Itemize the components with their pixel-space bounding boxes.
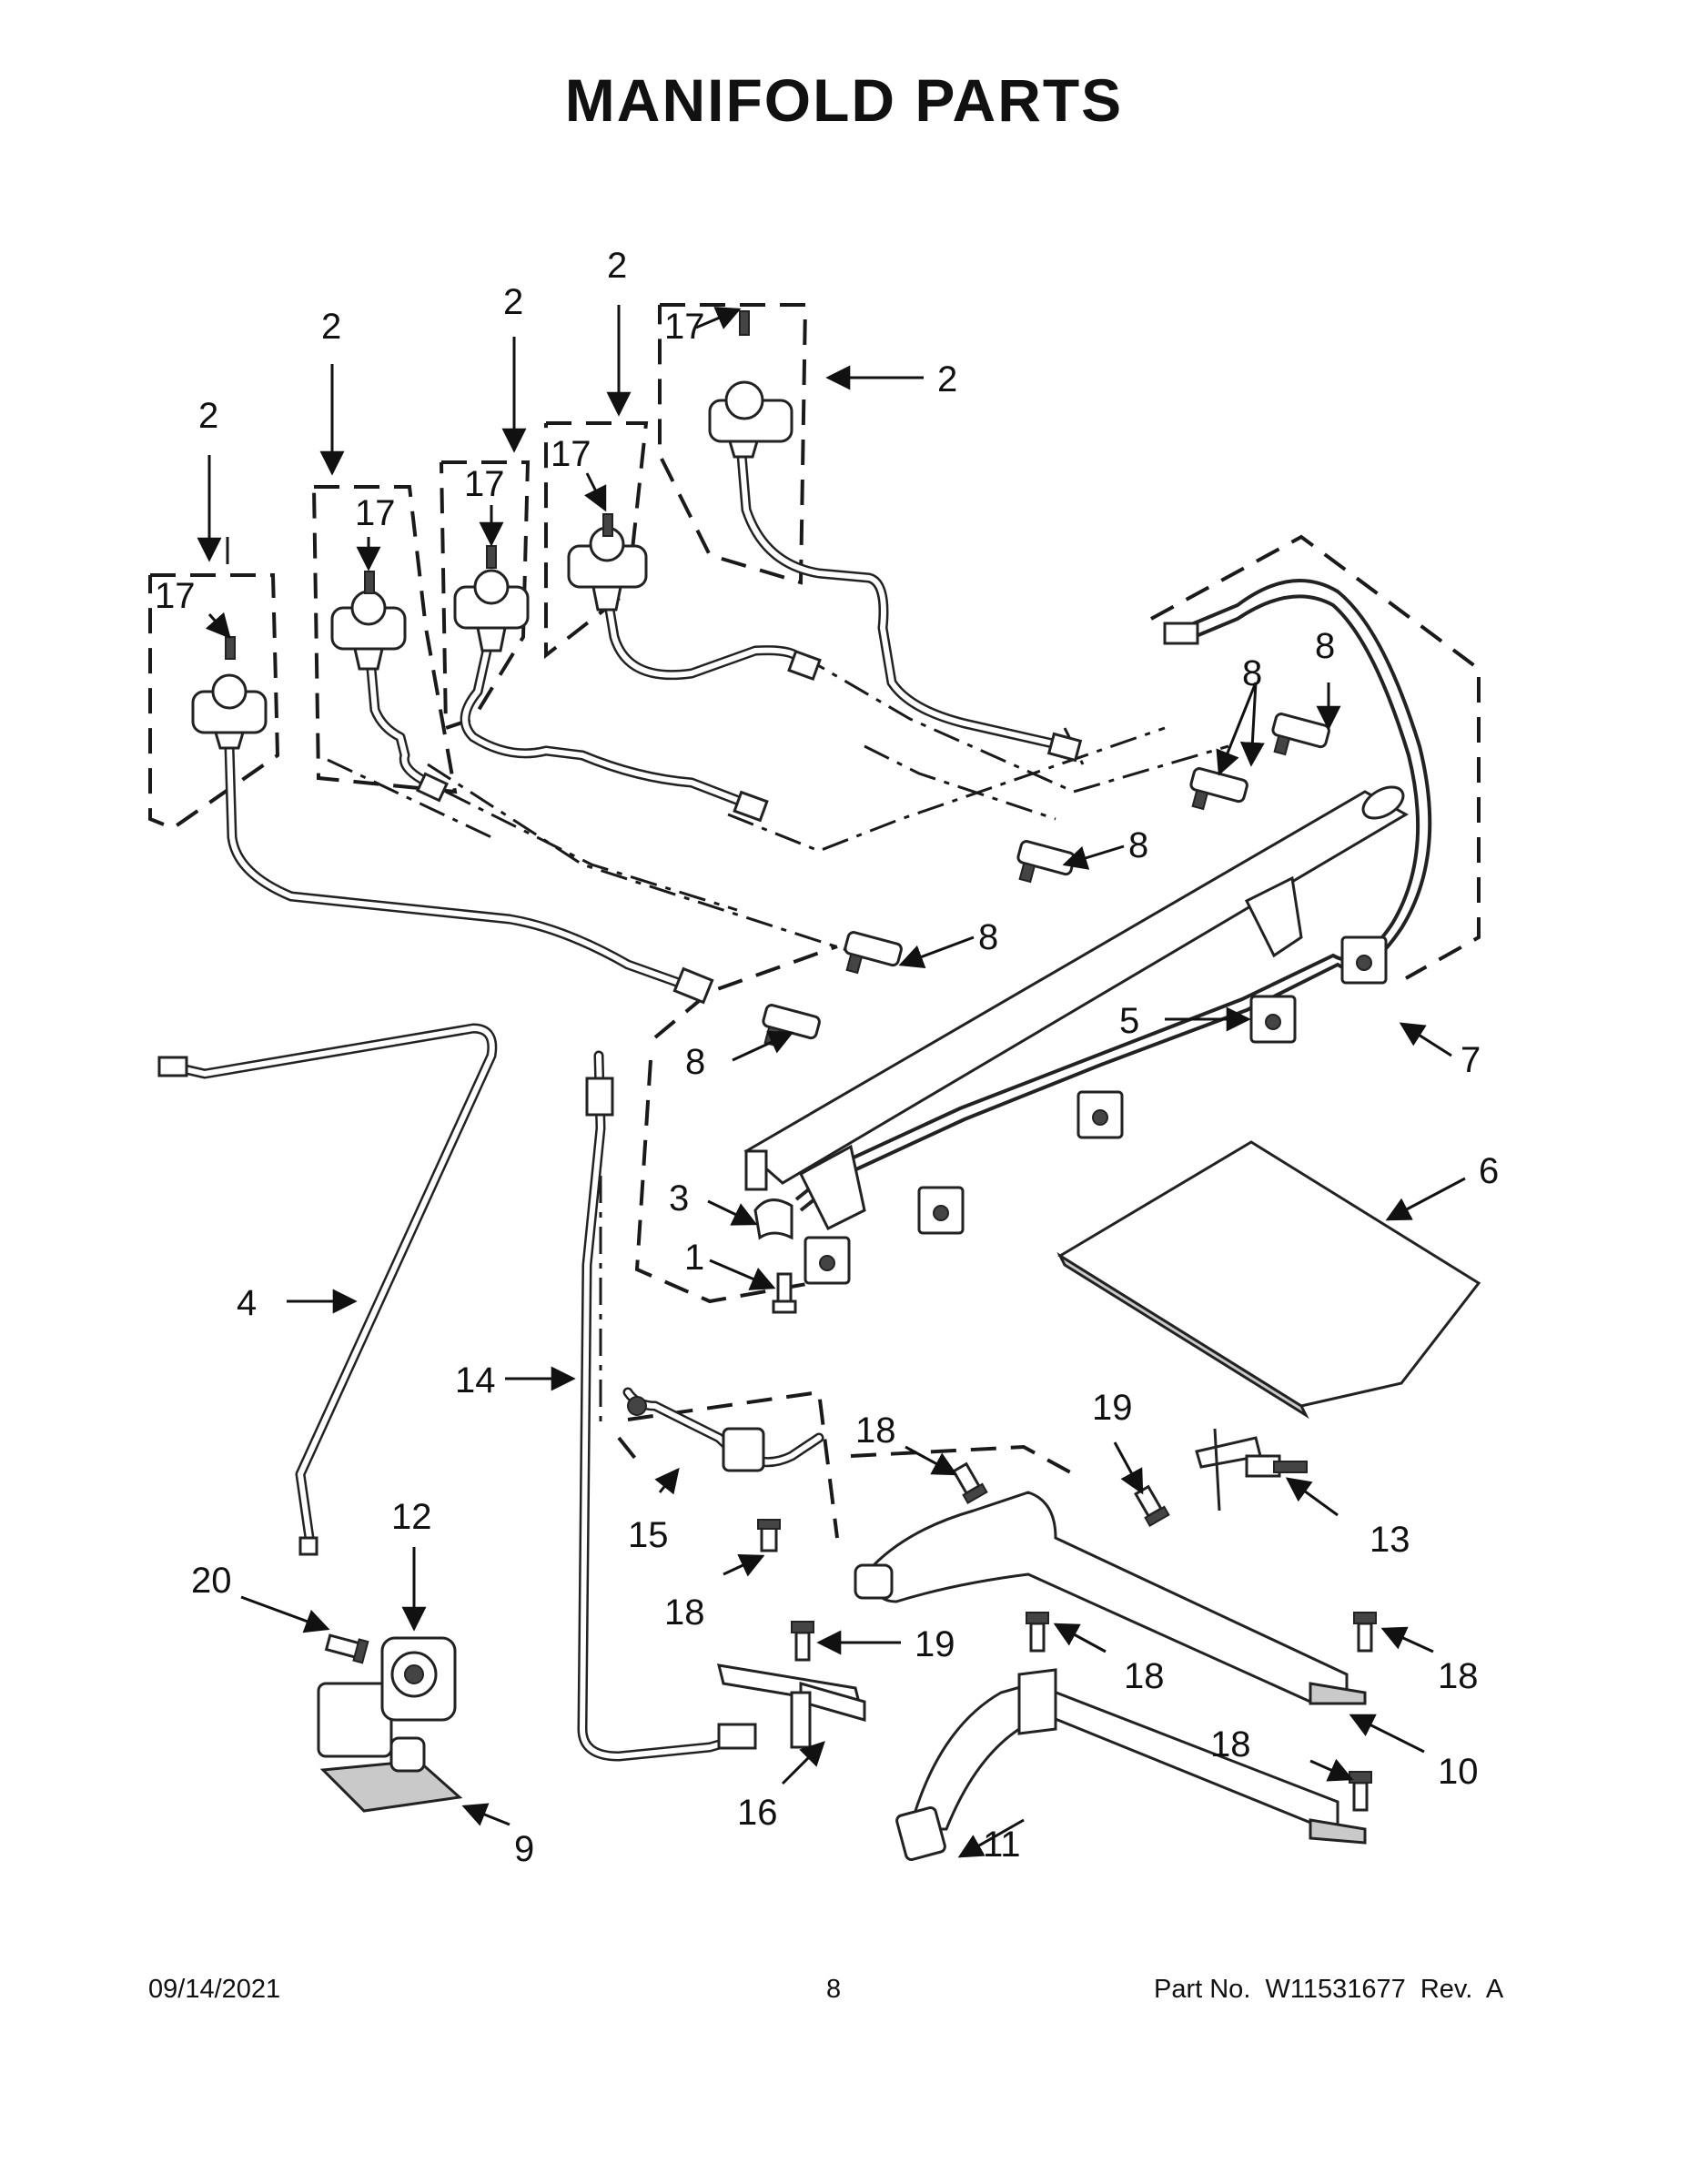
burner-valve-2 <box>330 571 407 671</box>
group-outlines <box>148 303 1481 1539</box>
callout-11: 11 <box>983 1825 1021 1865</box>
callout-9: 9 <box>514 1829 534 1869</box>
callout-19: 19 <box>1092 1388 1133 1428</box>
ignitor-assembly <box>1195 1428 1308 1512</box>
oven-burner <box>854 1491 1367 1705</box>
callout-2: 2 <box>503 282 523 322</box>
callout-12: 12 <box>391 1497 432 1537</box>
callout-17: 17 <box>551 434 591 474</box>
callout-18: 18 <box>1438 1656 1479 1696</box>
burner-valve-4 <box>567 513 648 612</box>
callout-17: 17 <box>155 576 196 616</box>
callout-4: 4 <box>237 1283 257 1323</box>
manifold-clamp <box>753 1198 793 1240</box>
burner-valve-3 <box>453 545 530 652</box>
bracket-tube <box>622 1387 824 1472</box>
footer-page-number: 8 <box>826 1975 842 2004</box>
callout-15: 15 <box>628 1515 669 1555</box>
footer-date: 09/14/2021 <box>148 1975 281 2004</box>
callout-8: 8 <box>1242 653 1262 693</box>
callout-17: 17 <box>664 307 705 347</box>
callout-8: 8 <box>978 917 998 957</box>
connection-lines <box>226 537 1229 1424</box>
callout-arrows <box>197 305 1466 1858</box>
callout-17: 17 <box>355 493 396 533</box>
callout-18: 18 <box>664 1592 705 1633</box>
manifold-pipe <box>743 785 1410 1231</box>
callout-19: 19 <box>915 1624 955 1664</box>
callout-2: 2 <box>607 246 627 286</box>
callout-7: 7 <box>1461 1040 1481 1080</box>
footer-part-number: Part No. W11531677 Rev. A <box>1154 1975 1504 2004</box>
callout-20: 20 <box>191 1561 232 1601</box>
callout-labels: 2 17 2 17 2 17 2 17 2 17 8 8 8 8 8 5 7 6… <box>155 246 1499 1869</box>
callout-6: 6 <box>1479 1151 1499 1191</box>
page-title: MANIFOLD PARTS <box>564 66 1124 134</box>
gas-regulator <box>317 1636 463 1813</box>
regulator-tube <box>577 1050 757 1762</box>
callout-14: 14 <box>455 1360 496 1400</box>
callout-16: 16 <box>737 1793 778 1833</box>
wiring-harness <box>794 579 1432 1285</box>
callout-8: 8 <box>1315 626 1335 666</box>
callout-18: 18 <box>855 1410 896 1451</box>
burner-valve-left <box>191 636 268 750</box>
heat-shield <box>1056 1140 1481 1420</box>
callout-10: 10 <box>1438 1752 1479 1792</box>
callout-2: 2 <box>321 307 341 347</box>
callout-17: 17 <box>464 464 505 504</box>
callout-18: 18 <box>1124 1656 1165 1696</box>
callout-8: 8 <box>1128 825 1148 865</box>
callout-1: 1 <box>684 1238 704 1278</box>
callout-3: 3 <box>669 1178 689 1218</box>
valve-tubes <box>224 450 1070 993</box>
manifold-screw <box>772 1272 797 1314</box>
screws <box>324 1461 1377 1812</box>
gas-supply-tube <box>157 1023 498 1556</box>
tube-fittings <box>415 649 1083 1005</box>
burner-valve-rear <box>708 310 793 459</box>
callout-13: 13 <box>1370 1520 1410 1560</box>
callout-18: 18 <box>1210 1724 1251 1764</box>
callout-8: 8 <box>685 1042 705 1082</box>
callout-2: 2 <box>198 396 218 436</box>
callout-2: 2 <box>937 359 957 399</box>
broil-burner <box>895 1668 1367 1861</box>
callout-5: 5 <box>1119 1001 1139 1041</box>
